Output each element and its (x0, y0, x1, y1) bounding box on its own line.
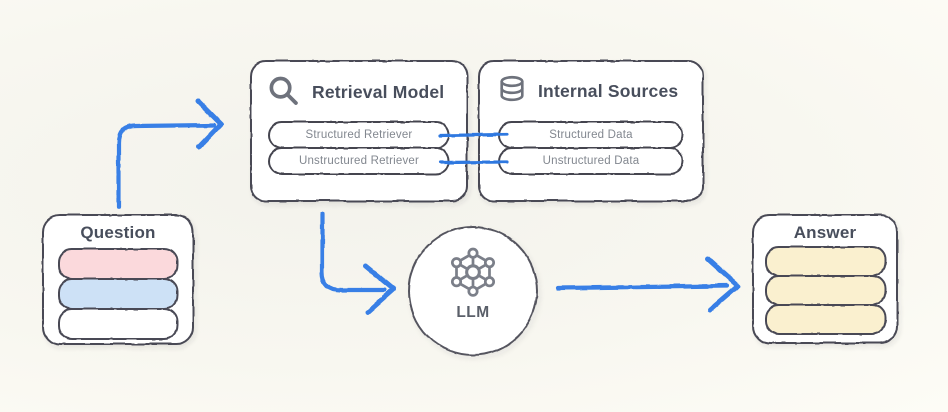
question-bars (42, 248, 194, 340)
answer-bar (764, 275, 886, 306)
question-bar-white (58, 308, 178, 340)
question-bar-pink (58, 248, 178, 280)
retrieval-pills: Structured Retriever Unstructured Retrie… (250, 121, 468, 175)
pill-structured-data: Structured Data (498, 121, 684, 149)
llm-label: LLM (456, 304, 490, 321)
retrieval-header: Retrieval Model (250, 60, 468, 110)
database-icon (500, 75, 524, 102)
answer-title: Answer (793, 223, 857, 242)
arrow-llm-to-answer (555, 256, 741, 313)
arrow-retrieval-to-llm (319, 211, 397, 315)
sources-header: Internal Sources (478, 60, 704, 107)
pill-outline (268, 147, 450, 175)
question-bar-blue (58, 278, 178, 310)
pill-unstructured-data: Unstructured Data (498, 147, 684, 175)
pill-outline (498, 147, 684, 175)
answer-bar (764, 246, 886, 277)
retrieval-title: Retrieval Model (312, 82, 445, 102)
pill-unstructured-retriever: Unstructured Retriever (268, 147, 450, 175)
question-box: Question (42, 214, 194, 345)
answer-bar (764, 304, 886, 335)
network-icon (450, 247, 496, 297)
pill-structured-retriever: Structured Retriever (268, 121, 450, 149)
answer-bars (752, 246, 898, 335)
magnifier-icon (269, 76, 298, 105)
llm-node: LLM (408, 226, 538, 356)
question-title: Question (80, 223, 156, 242)
sources-pills: Structured Data Unstructured Data (478, 121, 704, 175)
sources-title: Internal Sources (538, 80, 679, 101)
retrieval-model-box: Retrieval Model Structured Retriever Uns… (250, 60, 468, 202)
internal-sources-box: Internal Sources Structured Data Unstruc… (478, 60, 704, 202)
arrow-question-to-retrieval (116, 98, 224, 210)
answer-box: Answer (752, 214, 898, 344)
